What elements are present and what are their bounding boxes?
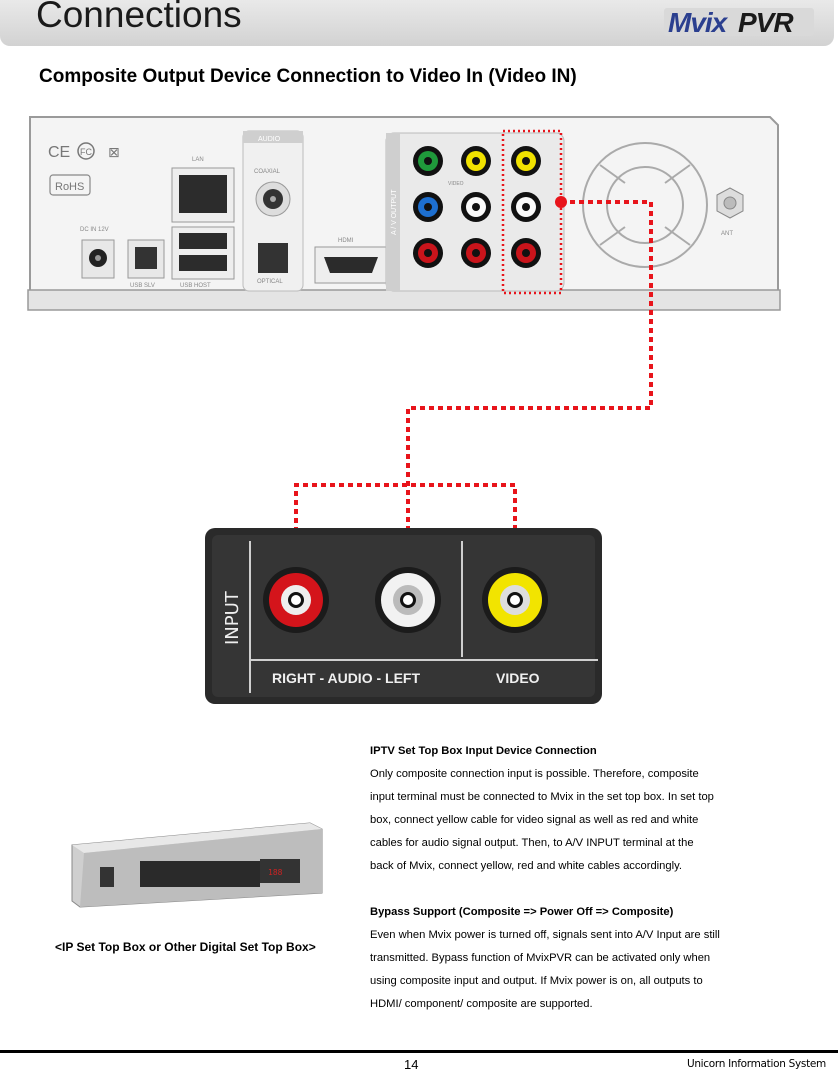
connection-diagram: CE FC ⊠ RoHS DC IN 12V USB SLV LAN USB H…: [27, 116, 781, 704]
svg-text:HDMI: HDMI: [338, 238, 354, 244]
lan-port: [179, 175, 227, 213]
page-number: 14: [404, 1057, 419, 1072]
svg-text:INPUT: INPUT: [222, 590, 243, 645]
heading-bypass: Bypass Support (Composite => Power Off =…: [370, 906, 674, 918]
svg-text:USB HOST: USB HOST: [180, 283, 211, 289]
svg-text:OPTICAL: OPTICAL: [257, 279, 283, 285]
paragraph-line: using composite input and output. If Mvi…: [370, 975, 703, 987]
mvix-rear-panel: CE FC ⊠ RoHS DC IN 12V USB SLV LAN USB H…: [27, 116, 781, 311]
fc-mark: [77, 142, 95, 160]
hdmi-port: [324, 257, 378, 273]
svg-text:Mvix: Mvix: [668, 7, 729, 38]
header-bar: Connections Mvix PVR: [0, 0, 834, 46]
footer-divider: [0, 1050, 838, 1053]
input-panel: INPUT RIGHT - AUDIO - LEFT VIDEO: [205, 528, 602, 704]
optical-port: [258, 243, 288, 273]
mvixpvr-logo: Mvix PVR: [664, 7, 814, 38]
svg-text:LAN: LAN: [192, 157, 204, 163]
fan-vent: [582, 142, 708, 268]
paragraph-line: cables for audio signal output. Then, to…: [370, 837, 694, 849]
heading-iptv: IPTV Set Top Box Input Device Connection: [370, 745, 597, 757]
svg-text:COAXIAL: COAXIAL: [254, 169, 281, 175]
paragraph-line: transmitted. Bypass function of MvixPVR …: [370, 952, 711, 964]
av-output-jacks: [413, 146, 541, 268]
svg-text:USB SLV: USB SLV: [130, 283, 155, 289]
section-title: Composite Output Device Connection to Vi…: [39, 66, 577, 87]
company-name: Unicorn Information System: [686, 1058, 826, 1070]
page-title: Connections: [36, 0, 242, 35]
paragraph-line: Even when Mvix power is turned off, sign…: [370, 929, 720, 941]
weee-icon: ⊠: [108, 145, 120, 161]
usb-host-port-1: [179, 233, 227, 249]
svg-text:ANT: ANT: [721, 231, 733, 237]
set-top-box-caption: <IP Set Top Box or Other Digital Set Top…: [55, 940, 316, 954]
svg-text:188: 188: [268, 868, 283, 877]
ce-mark: CE: [48, 144, 70, 161]
paragraph-line: Only composite connection input is possi…: [370, 768, 699, 780]
usb-host-port-2: [179, 255, 227, 271]
svg-text:RIGHT - AUDIO - LEFT: RIGHT - AUDIO - LEFT: [272, 670, 420, 686]
svg-text:PVR: PVR: [738, 7, 794, 38]
paragraph-line: HDMI/ component/ composite are supported…: [370, 998, 593, 1010]
description-text: IPTV Set Top Box Input Device Connection…: [370, 740, 790, 1016]
paragraph-line: back of Mvix, connect yellow, red and wh…: [370, 860, 682, 872]
cable-endpoint: [555, 196, 567, 208]
svg-text:FC: FC: [80, 147, 92, 157]
svg-text:VIDEO: VIDEO: [496, 670, 540, 686]
svg-text:DC IN 12V: DC IN 12V: [80, 227, 109, 233]
rohs-mark: [49, 174, 91, 196]
svg-text:RoHS: RoHS: [55, 181, 84, 193]
svg-text:AUDIO: AUDIO: [258, 136, 281, 143]
svg-text:A / V OUTPUT: A / V OUTPUT: [391, 189, 398, 235]
paragraph-line: input terminal must be connected to Mvix…: [370, 791, 714, 803]
set-top-box-image: 188: [71, 822, 323, 908]
svg-text:VIDEO: VIDEO: [448, 181, 464, 187]
usb-slave-port: [135, 247, 157, 269]
paragraph-line: box, connect yellow cable for video sign…: [370, 814, 699, 826]
